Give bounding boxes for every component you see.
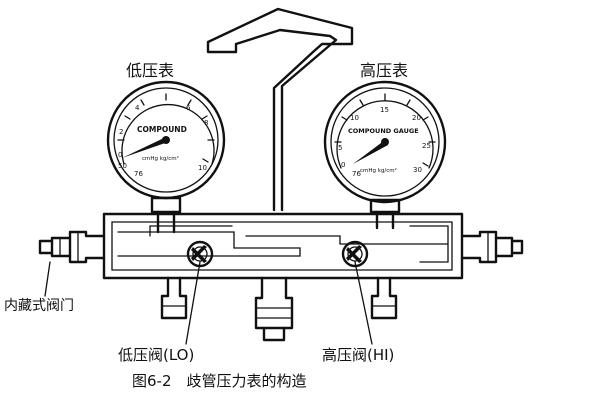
high-gauge-units: cmHg kg/cm² bbox=[360, 167, 397, 174]
low-gauge-scale-1: 4 bbox=[135, 104, 140, 112]
high-gauge-pivot bbox=[381, 138, 389, 146]
low-valve-label: 低压阀(LO) bbox=[118, 346, 194, 364]
high-gauge-title: 高压表 bbox=[360, 61, 408, 80]
low-gauge-scale-4: 10 bbox=[198, 164, 207, 172]
high-gauge-scale-7: 76 bbox=[352, 170, 361, 178]
low-gauge-pivot bbox=[162, 136, 170, 144]
low-pressure-valve-knob[interactable] bbox=[186, 240, 214, 268]
high-gauge-scale-3: 20 bbox=[412, 114, 421, 122]
high-gauge-scale-6: 0 bbox=[341, 161, 345, 169]
high-gauge-needle bbox=[353, 140, 388, 164]
low-gauge-scale-3: 8 bbox=[204, 119, 208, 127]
high-gauge-scale-0: 5 bbox=[338, 144, 342, 152]
low-pressure-gauge: 2 4 6 8 10 0 50 76 COMPOUND cmHg kg/cm² bbox=[106, 80, 226, 200]
low-gauge-scale-2: 6 bbox=[186, 104, 191, 112]
high-valve-label: 高压阀(HI) bbox=[322, 346, 394, 364]
low-gauge-units: cmHg kg/cm² bbox=[142, 155, 179, 162]
low-gauge-name: COMPOUND bbox=[137, 125, 187, 134]
hanging-hook bbox=[206, 7, 354, 212]
high-gauge-scale-2: 15 bbox=[380, 106, 389, 114]
low-gauge-scale-5: 0 bbox=[118, 151, 122, 159]
manifold-body bbox=[102, 212, 464, 280]
high-gauge-scale-1: 10 bbox=[350, 114, 359, 122]
high-pressure-valve-knob[interactable] bbox=[341, 240, 369, 268]
low-gauge-scale-6: 50 bbox=[118, 162, 127, 170]
internal-valve-label: 内藏式阀门 bbox=[4, 298, 74, 314]
figure-caption: 图6-2 歧管压力表的构造 bbox=[132, 372, 307, 390]
low-gauge-scale-0: 2 bbox=[119, 128, 123, 136]
bottom-fittings bbox=[160, 276, 398, 342]
high-gauge-scale-5: 30 bbox=[413, 166, 422, 174]
high-gauge-name: COMPOUND GAUGE bbox=[348, 127, 419, 135]
high-pressure-gauge: 5 10 15 20 25 30 0 76 COMPOUND GAUGE cmH… bbox=[323, 80, 447, 204]
low-gauge-title: 低压表 bbox=[126, 61, 174, 80]
leader-lines bbox=[44, 261, 373, 345]
low-gauge-needle bbox=[122, 137, 168, 158]
left-port-fitting bbox=[38, 230, 106, 264]
right-port-fitting bbox=[460, 230, 524, 264]
low-gauge-scale-7: 76 bbox=[134, 170, 143, 178]
high-gauge-scale-4: 25 bbox=[422, 142, 431, 150]
